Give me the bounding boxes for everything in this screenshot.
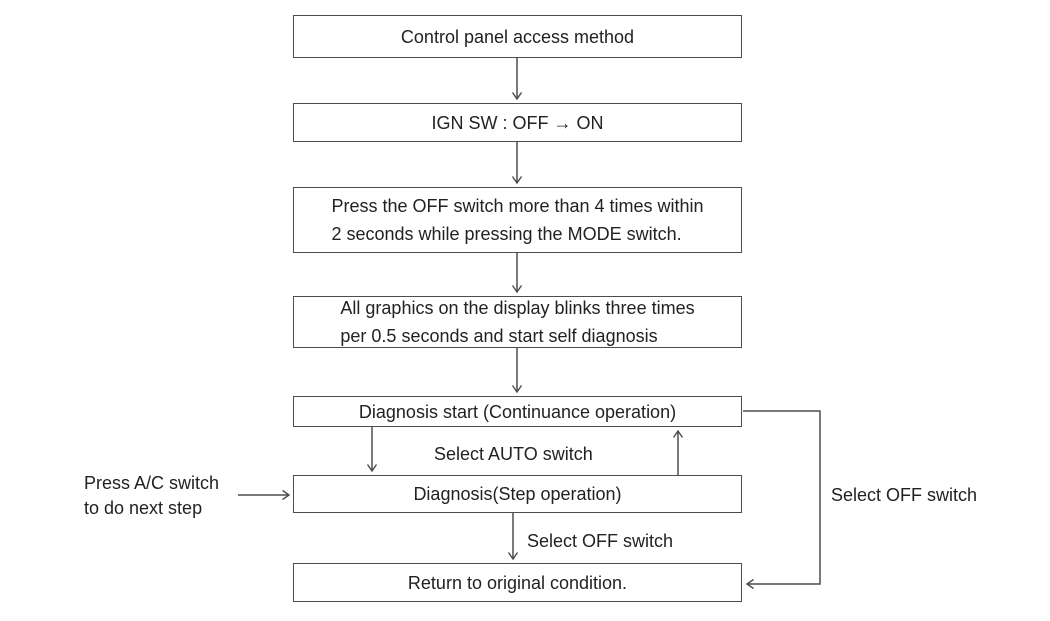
flow-box-return-to-original-condition: Return to original condition. [293, 563, 742, 602]
flow-box-label: Diagnosis(Step operation) [413, 484, 622, 504]
flow-box-label: Return to original condition. [407, 572, 628, 593]
edge-label-press-ac-switch: Press A/C switch to do next step [84, 471, 219, 521]
flow-box-diagnosis-step-operation: Diagnosis(Step operation) [293, 475, 742, 513]
edge-label-select-auto-switch: Select AUTO switch [434, 444, 593, 464]
flow-box-label: Control panel access method [400, 26, 635, 47]
flow-box-graphics-blink-self-diagnosis: All graphics on the display blinks three… [293, 296, 742, 348]
edge-label-select-off-switch-right: Select OFF switch [831, 485, 978, 505]
flow-box-ign-sw-off-on: IGN SW : OFF → ON [293, 103, 742, 142]
flow-box-label: Diagnosis start (Continuance operation) [358, 401, 677, 422]
edge-label-press-ac-line1: Press A/C switch [84, 473, 220, 493]
flow-box-label: Press the OFF switch more than 4 times w… [331, 196, 704, 244]
edge-label-press-ac-line2: to do next step [84, 498, 203, 518]
flow-box-label: IGN SW : OFF → ON [431, 112, 604, 133]
flow-box-control-panel-access-method: Control panel access method [293, 15, 742, 58]
flow-box-label: All graphics on the display blinks three… [340, 298, 695, 346]
arrow-box5-to-box7-select-off [743, 410, 821, 590]
flow-box-press-off-switch-instruction: Press the OFF switch more than 4 times w… [293, 187, 742, 253]
edge-label-select-off-switch-middle: Select OFF switch [527, 531, 674, 551]
flow-box-diagnosis-start-continuance: Diagnosis start (Continuance operation) [293, 396, 742, 427]
